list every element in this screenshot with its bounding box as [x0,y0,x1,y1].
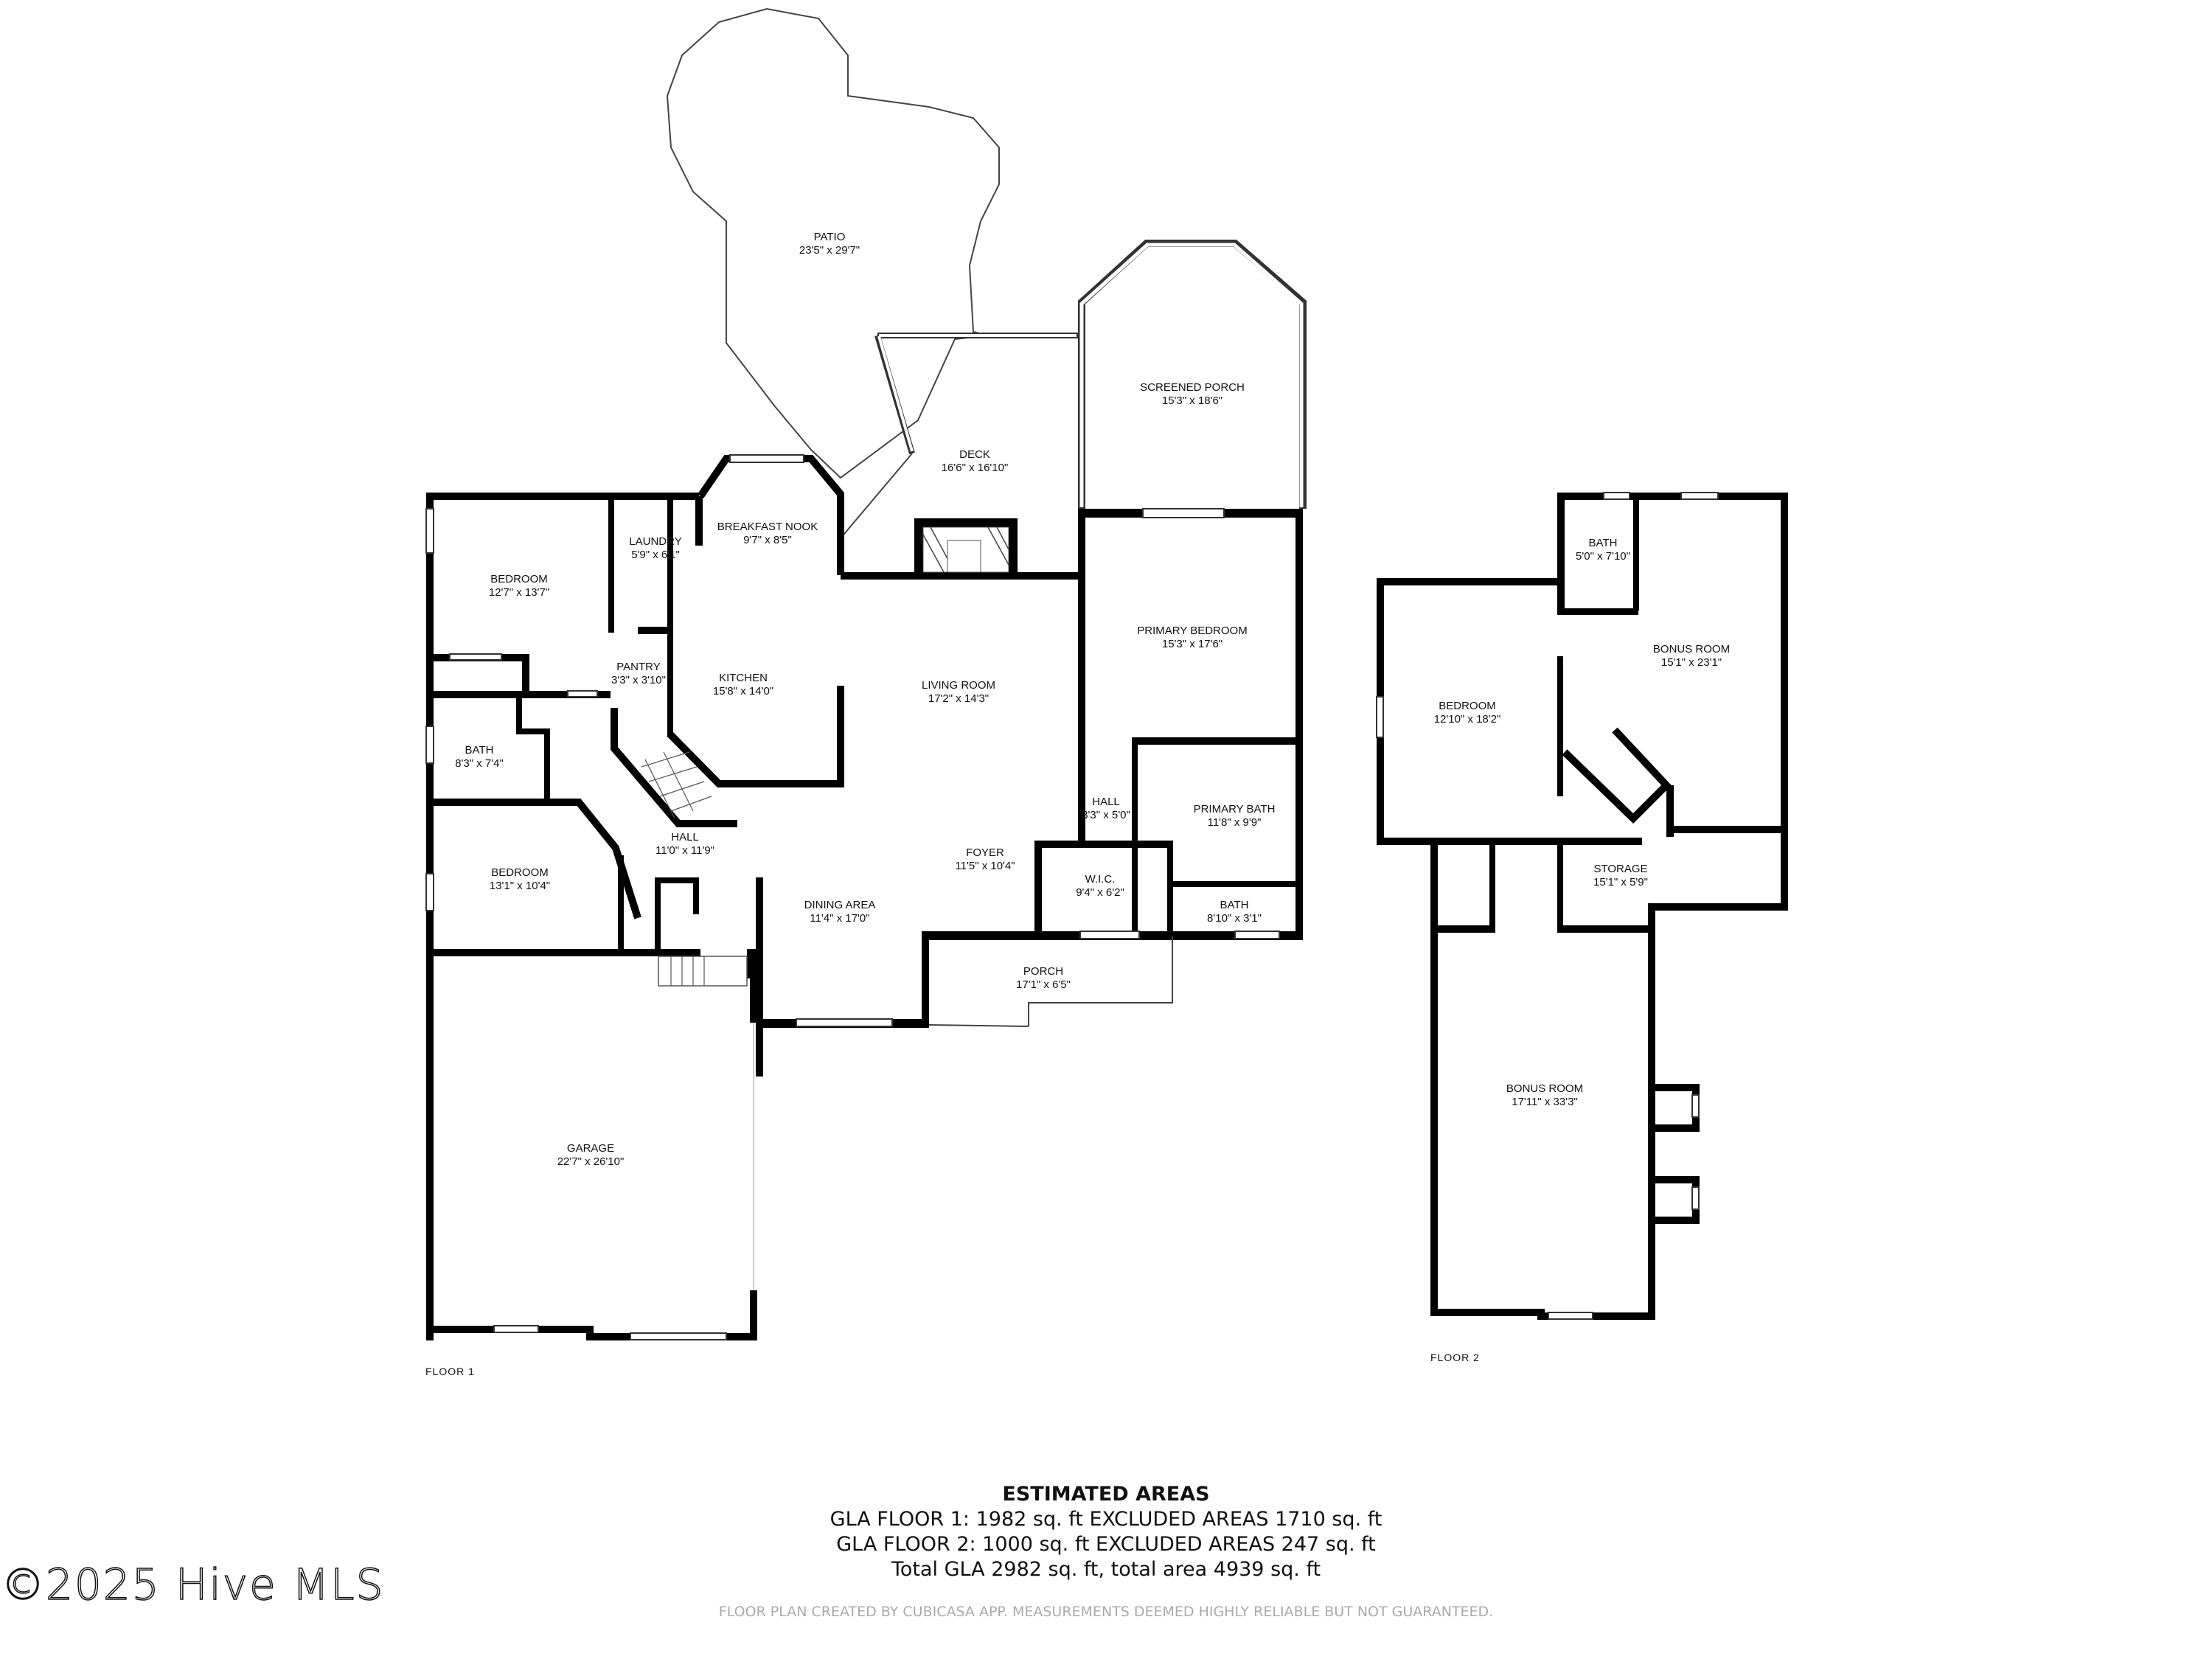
svg-text:PANTRY: PANTRY [616,661,660,673]
floor1-walls [425,454,1303,1340]
svg-text:15'8" x 14'0": 15'8" x 14'0" [713,685,773,698]
svg-text:5'9" x 6'1": 5'9" x 6'1" [631,549,680,561]
floor-2-label: FLOOR 2 [1430,1352,1480,1363]
screened-porch-walls [1078,240,1307,509]
svg-text:11'8" x 9'9": 11'8" x 9'9" [1208,816,1262,829]
floor-1-label: FLOOR 1 [425,1366,475,1377]
svg-text:LIVING ROOM: LIVING ROOM [922,679,995,692]
svg-text:BATH: BATH [1589,537,1618,549]
svg-text:15'1" x 5'9": 15'1" x 5'9" [1593,876,1648,888]
svg-text:11'5" x 10'4": 11'5" x 10'4" [955,860,1015,872]
summary-title: ESTIMATED AREAS [1002,1483,1210,1506]
svg-text:BONUS ROOM: BONUS ROOM [1506,1082,1583,1095]
svg-text:BEDROOM: BEDROOM [491,866,549,879]
svg-text:PRIMARY BEDROOM: PRIMARY BEDROOM [1137,625,1247,637]
floor2-walls [1376,492,1788,1320]
svg-text:HALL: HALL [671,831,699,844]
svg-text:12'10" x 18'2": 12'10" x 18'2" [1434,713,1501,726]
watermark: ©2025 Hive MLS [1,1559,385,1610]
svg-text:15'3" x 17'6": 15'3" x 17'6" [1162,638,1222,650]
svg-text:DECK: DECK [959,448,990,461]
svg-text:13'1" x 10'4": 13'1" x 10'4" [490,880,550,892]
svg-text:W.I.C.: W.I.C. [1085,873,1116,886]
svg-text:BATH: BATH [1220,899,1249,911]
summary-line-floor2: GLA FLOOR 2: 1000 sq. ft EXCLUDED AREAS … [836,1533,1376,1556]
svg-text:LAUNDRY: LAUNDRY [629,535,681,548]
svg-text:3'3" x 3'10": 3'3" x 3'10" [611,674,666,686]
svg-text:11'4" x 17'0": 11'4" x 17'0" [810,912,869,925]
svg-text:GARAGE: GARAGE [567,1142,614,1155]
svg-text:8'10" x 3'1": 8'10" x 3'1" [1207,912,1262,925]
svg-text:PRIMARY BATH: PRIMARY BATH [1194,803,1276,815]
room-name: PATIO [814,231,846,243]
svg-text:17'1" x 6'5": 17'1" x 6'5" [1016,978,1071,991]
svg-text:3'3" x 5'0": 3'3" x 5'0" [1082,809,1130,821]
svg-text:15'3" x 18'6": 15'3" x 18'6" [1162,394,1222,407]
svg-text:5'0" x 7'10": 5'0" x 7'10" [1576,550,1630,563]
svg-text:23'5" x 29'7": 23'5" x 29'7" [799,244,860,257]
svg-text:BATH: BATH [465,744,494,757]
svg-text:16'6" x 16'10": 16'6" x 16'10" [942,462,1009,474]
svg-text:17'11" x 33'3": 17'11" x 33'3" [1512,1096,1578,1108]
svg-text:KITCHEN: KITCHEN [719,672,768,684]
svg-text:22'7" x 26'10": 22'7" x 26'10" [557,1155,625,1168]
estimated-areas-summary: ESTIMATED AREAS GLA FLOOR 1: 1982 sq. ft… [0,1482,2212,1582]
svg-text:PORCH: PORCH [1023,965,1063,978]
disclaimer: FLOOR PLAN CREATED BY CUBICASA APP. MEAS… [718,1604,1494,1620]
svg-text:9'4" x 6'2": 9'4" x 6'2" [1076,886,1124,899]
svg-text:BONUS ROOM: BONUS ROOM [1653,643,1730,655]
svg-text:12'7" x 13'7": 12'7" x 13'7" [489,586,549,599]
svg-text:15'1" x 23'1": 15'1" x 23'1" [1661,656,1722,669]
summary-line-floor1: GLA FLOOR 1: 1982 sq. ft EXCLUDED AREAS … [830,1508,1382,1531]
patio-outline [666,7,1000,479]
svg-text:17'2" x 14'3": 17'2" x 14'3" [928,692,989,705]
svg-text:8'3" x 7'4": 8'3" x 7'4" [455,757,504,770]
svg-text:BREAKFAST NOOK: BREAKFAST NOOK [717,521,818,533]
svg-text:PATIO: PATIO [814,231,846,243]
svg-text:11'0" x 11'9": 11'0" x 11'9" [655,844,714,857]
svg-text:SCREENED PORCH: SCREENED PORCH [1140,381,1245,394]
svg-text:BEDROOM: BEDROOM [1439,700,1496,712]
svg-text:STORAGE: STORAGE [1593,863,1647,875]
svg-text:FOYER: FOYER [966,846,1004,859]
svg-text:HALL: HALL [1092,796,1120,808]
svg-text:DINING AREA: DINING AREA [804,899,876,911]
room-labels: PATIO 23'5" x 29'7" DECK 16'6" x 16'10" … [455,231,1730,1168]
svg-text:9'7" x 8'5": 9'7" x 8'5" [743,534,792,546]
svg-text:BEDROOM: BEDROOM [490,573,548,585]
summary-line-total: Total GLA 2982 sq. ft, total area 4939 s… [891,1558,1321,1581]
